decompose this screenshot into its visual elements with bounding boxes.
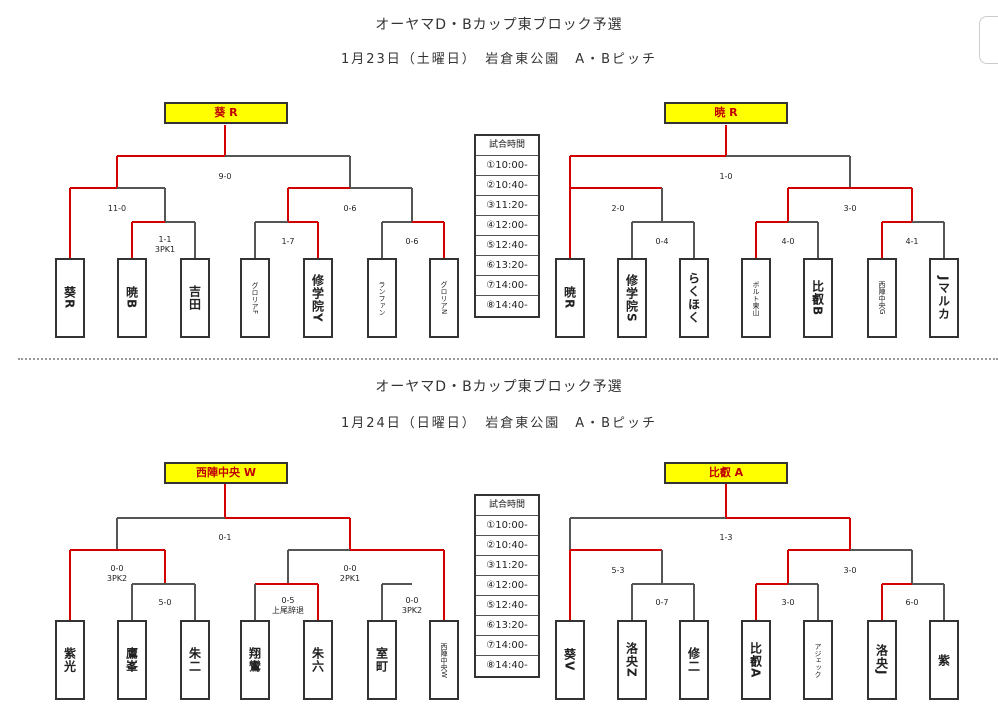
match-time-table: 試合時間 ①10:00- ②10:40- ③11:20- ④12:00- ⑤12… xyxy=(474,494,540,678)
time-slot: ⑤12:40- xyxy=(476,236,538,256)
time-slot: ①10:00- xyxy=(476,516,538,536)
team-box: ランファン xyxy=(367,258,397,338)
score-label: 0-0 xyxy=(405,596,419,605)
time-slot: ⑦14:00- xyxy=(476,636,538,656)
score-label: 0-0 xyxy=(110,564,124,573)
score-label: 5-3 xyxy=(611,566,625,575)
score-label: 0-6 xyxy=(405,237,419,246)
time-slot: ④12:00- xyxy=(476,216,538,236)
team-box: らくほく xyxy=(679,258,709,338)
score-label: 3-0 xyxy=(843,566,857,575)
team-box: 鷹峯 xyxy=(117,620,147,700)
team-box: ボルト東山 xyxy=(741,258,771,338)
section1-right-winner: 暁 R xyxy=(664,102,788,124)
team-box: 室町 xyxy=(367,620,397,700)
time-slot: ②10:40- xyxy=(476,536,538,556)
score-sub-label: 3PK2 xyxy=(106,574,128,583)
score-label: 2-0 xyxy=(611,204,625,213)
team-box: 翔鸞 xyxy=(240,620,270,700)
score-label: 11-0 xyxy=(107,204,127,213)
score-label: 1-0 xyxy=(719,172,733,181)
score-label: 3-0 xyxy=(781,598,795,607)
score-sub-label: 2PK1 xyxy=(339,574,361,583)
team-box: 比叡B xyxy=(803,258,833,338)
team-box: 洛央J xyxy=(867,620,897,700)
section1-title: オーヤマD・Bカップ東ブロック予選 xyxy=(375,17,623,33)
time-slot: ③11:20- xyxy=(476,556,538,576)
window-edge-tab xyxy=(979,16,998,64)
score-label: 9-0 xyxy=(218,172,232,181)
score-label: 4-1 xyxy=(905,237,919,246)
score-label: 1-7 xyxy=(281,237,295,246)
team-box: グロリアN xyxy=(429,258,459,338)
team-box: 紫 xyxy=(929,620,959,700)
score-label: 1-1 xyxy=(158,235,172,244)
score-label: 0-0 xyxy=(343,564,357,573)
section1-left-winner: 葵 R xyxy=(164,102,288,124)
team-box: 吉田 xyxy=(180,258,210,338)
section2-left-winner: 西陣中央 W xyxy=(164,462,288,484)
time-slot: ①10:00- xyxy=(476,156,538,176)
team-box: 葵V xyxy=(555,620,585,700)
time-header: 試合時間 xyxy=(476,136,538,156)
team-box: 朱二 xyxy=(180,620,210,700)
section-divider xyxy=(18,358,998,360)
time-slot: ⑦14:00- xyxy=(476,276,538,296)
score-sub-label: 3PK2 xyxy=(401,606,423,615)
score-label: 0-7 xyxy=(655,598,669,607)
score-label: 0-4 xyxy=(655,237,669,246)
team-box: 洛央Z xyxy=(617,620,647,700)
time-header: 試合時間 xyxy=(476,496,538,516)
team-box: 紫光 xyxy=(55,620,85,700)
score-label: 0-5 xyxy=(281,596,295,605)
team-box: 朱六 xyxy=(303,620,333,700)
team-box: 西陣中央G xyxy=(867,258,897,338)
score-sub-label: 3PK1 xyxy=(154,245,176,254)
match-time-table: 試合時間 ①10:00- ②10:40- ③11:20- ④12:00- ⑤12… xyxy=(474,134,540,318)
team-box: 比叡A xyxy=(741,620,771,700)
score-label: 1-3 xyxy=(719,533,733,542)
time-slot: ⑧14:40- xyxy=(486,660,528,671)
team-box: 修学院Y xyxy=(303,258,333,338)
score-label: 6-0 xyxy=(905,598,919,607)
score-label: 5-0 xyxy=(158,598,172,607)
score-label: 4-0 xyxy=(781,237,795,246)
score-label: 0-6 xyxy=(343,204,357,213)
section1-subtitle: 1月23日（土曜日） 岩倉東公園 A・Bピッチ xyxy=(340,52,658,67)
score-label: 3-0 xyxy=(843,204,857,213)
time-slot: ④12:00- xyxy=(476,576,538,596)
team-box: アジェック xyxy=(803,620,833,700)
section2-right-winner: 比叡 A xyxy=(664,462,788,484)
team-box: Jマルカ xyxy=(929,258,959,338)
team-box: 西陣中央W xyxy=(429,620,459,700)
score-sub-label: 上尾辞退 xyxy=(272,606,304,615)
team-box: 葵R xyxy=(55,258,85,338)
score-label: 0-1 xyxy=(218,533,232,542)
time-slot: ⑥13:20- xyxy=(476,256,538,276)
team-box: 修学院S xyxy=(617,258,647,338)
section2-subtitle: 1月24日（日曜日） 岩倉東公園 A・Bピッチ xyxy=(340,416,658,431)
team-box: 暁B xyxy=(117,258,147,338)
time-slot: ⑥13:20- xyxy=(476,616,538,636)
team-box: グロリアF xyxy=(240,258,270,338)
time-slot: ②10:40- xyxy=(476,176,538,196)
time-slot: ⑤12:40- xyxy=(476,596,538,616)
time-slot: ⑧14:40- xyxy=(486,300,528,311)
time-slot: ③11:20- xyxy=(476,196,538,216)
team-box: 修二 xyxy=(679,620,709,700)
team-box: 暁R xyxy=(555,258,585,338)
section2-title: オーヤマD・Bカップ東ブロック予選 xyxy=(375,379,623,395)
